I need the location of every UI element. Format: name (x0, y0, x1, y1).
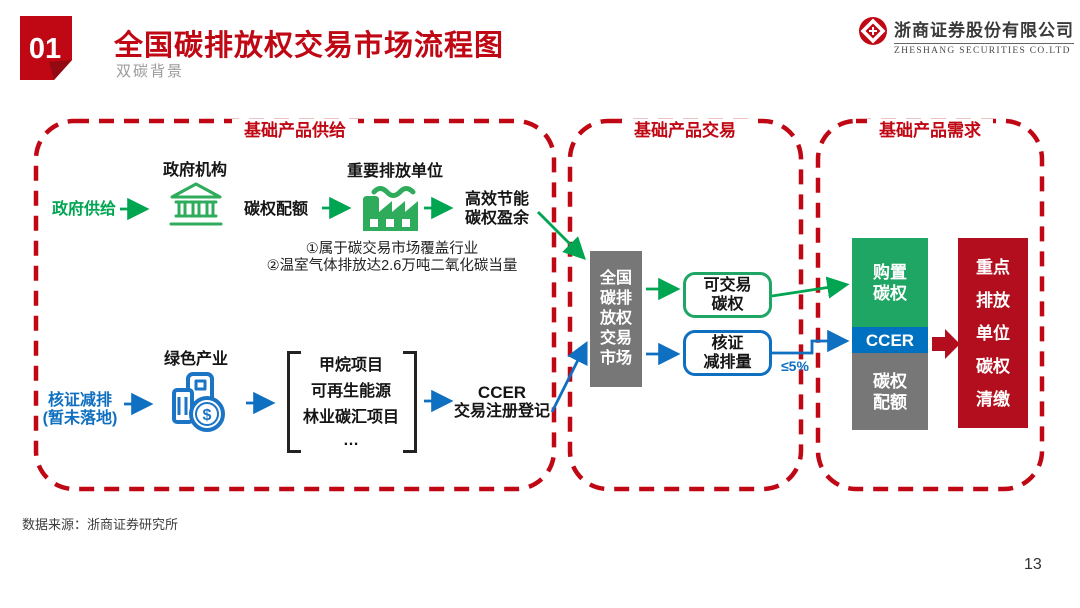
surplus-result-label: 高效节能 碳权盈余 (465, 190, 529, 228)
target-line: 排放 (976, 290, 1010, 310)
cer-line: 减排量 (703, 354, 752, 371)
badge-number: 01 (29, 33, 61, 65)
surplus-line-1: 高效节能 (464, 191, 530, 208)
cer-line: 核证 (711, 335, 744, 352)
ccer-register-line-2: 交易注册登记 (453, 403, 551, 420)
green-industry-coin-icon: $ (172, 372, 225, 432)
project-bracket-left (287, 351, 301, 453)
page-subtitle: 双碳背景 (116, 63, 185, 80)
target-line: 重点 (976, 257, 1010, 277)
badge-fold (49, 60, 72, 80)
demand-section-title: 基础产品需求 (867, 119, 993, 143)
arrow-tradable-to-purchase (771, 276, 850, 299)
factory-icon (363, 186, 418, 231)
certified-reduction-box: 核证 减排量 (683, 330, 772, 376)
tradable-carbon-box: 可交易 碳权 (683, 272, 772, 318)
purchase-line: 购置 (873, 262, 907, 282)
quota-line: 配额 (873, 392, 907, 412)
quota-segment: 碳权 配额 (852, 353, 928, 430)
company-logo-text: 浙商证券股份有限公司 ZHESHANG SECURITIES CO.LTD (894, 16, 1074, 56)
carbon-quota-label: 碳权配额 (243, 201, 309, 218)
target-line: 碳权 (976, 356, 1010, 376)
ccer-segment-label: CCER (865, 330, 915, 350)
key-emitter-label: 重要排放单位 (346, 163, 444, 180)
tradable-line: 可交易 (703, 277, 752, 294)
trade-section-title: 基础产品交易 (622, 119, 748, 143)
coverage-note-1: ①属于碳交易市场覆盖行业 (305, 241, 479, 257)
government-bank-icon (169, 182, 223, 226)
project-item-more: … (342, 432, 359, 449)
national-carbon-market-box: 全国 碳排 放权 交易 市场 (590, 251, 642, 387)
company-name-en: ZHESHANG SECURITIES CO.LTD (894, 46, 1071, 56)
tradable-line: 碳权 (711, 296, 744, 313)
quota-line: 碳权 (873, 371, 907, 391)
target-line: 单位 (976, 323, 1010, 343)
ccer-project-list: 甲烷项目 可再生能源 林业碳汇项目 … (303, 353, 399, 451)
supply-section-frame (33, 118, 557, 492)
arrow-register-to-market (550, 340, 588, 413)
data-source-note: 数据来源：浙商证券研究所 (22, 517, 179, 532)
market-line: 市场 (599, 350, 632, 367)
ccer-register-line-1: CCER (477, 383, 527, 402)
market-line: 放权 (599, 310, 632, 327)
section-number-badge: 01 (20, 16, 72, 80)
green-industry-label: 绿色产业 (163, 351, 229, 368)
surplus-line-2: 碳权盈余 (464, 210, 530, 227)
supply-section-title: 基础产品供给 (232, 119, 358, 143)
company-name-cn: 浙商证券股份有限公司 (894, 16, 1074, 44)
project-item: 林业碳汇项目 (302, 409, 400, 426)
cer-supply-line-2: (暂未落地) (42, 410, 118, 427)
gov-supply-label: 政府供给 (51, 201, 117, 218)
purchase-carbon-segment: 购置 碳权 (852, 238, 928, 327)
arrow-cer-to-ccer (772, 329, 850, 355)
project-item: 甲烷项目 (318, 357, 384, 374)
market-line: 碳排 (599, 290, 632, 307)
company-logo: 浙商证券股份有限公司 ZHESHANG SECURITIES CO.LTD (858, 16, 1074, 56)
market-line: 全国 (599, 270, 632, 287)
demand-section-frame (815, 118, 1045, 492)
cer-supply-label: 核证减排 (暂未落地) (43, 392, 118, 428)
company-logo-icon (859, 17, 887, 45)
page-title: 全国碳排放权交易市场流程图 (114, 30, 505, 62)
purchase-line: 碳权 (873, 283, 907, 303)
market-line: 交易 (599, 330, 632, 347)
coverage-note-2: ②温室气体排放达2.6万吨二氧化碳当量 (266, 258, 518, 274)
page-number: 13 (1024, 556, 1042, 573)
project-bracket-right (403, 351, 417, 453)
arrow-surplus-to-market (537, 211, 586, 260)
gov-agency-label: 政府机构 (162, 162, 228, 179)
dollar-glyph: $ (203, 407, 212, 424)
key-emitter-settlement-box: 重点 排放 单位 碳权 清缴 (958, 238, 1028, 428)
ccer-segment: CCER (852, 327, 928, 353)
cap-percentage-label: ≤5% (781, 358, 809, 374)
block-arrow-to-target (932, 329, 960, 359)
target-line: 清缴 (976, 389, 1010, 409)
project-item: 可再生能源 (310, 383, 392, 400)
cer-supply-line-1: 核证减排 (47, 392, 113, 409)
